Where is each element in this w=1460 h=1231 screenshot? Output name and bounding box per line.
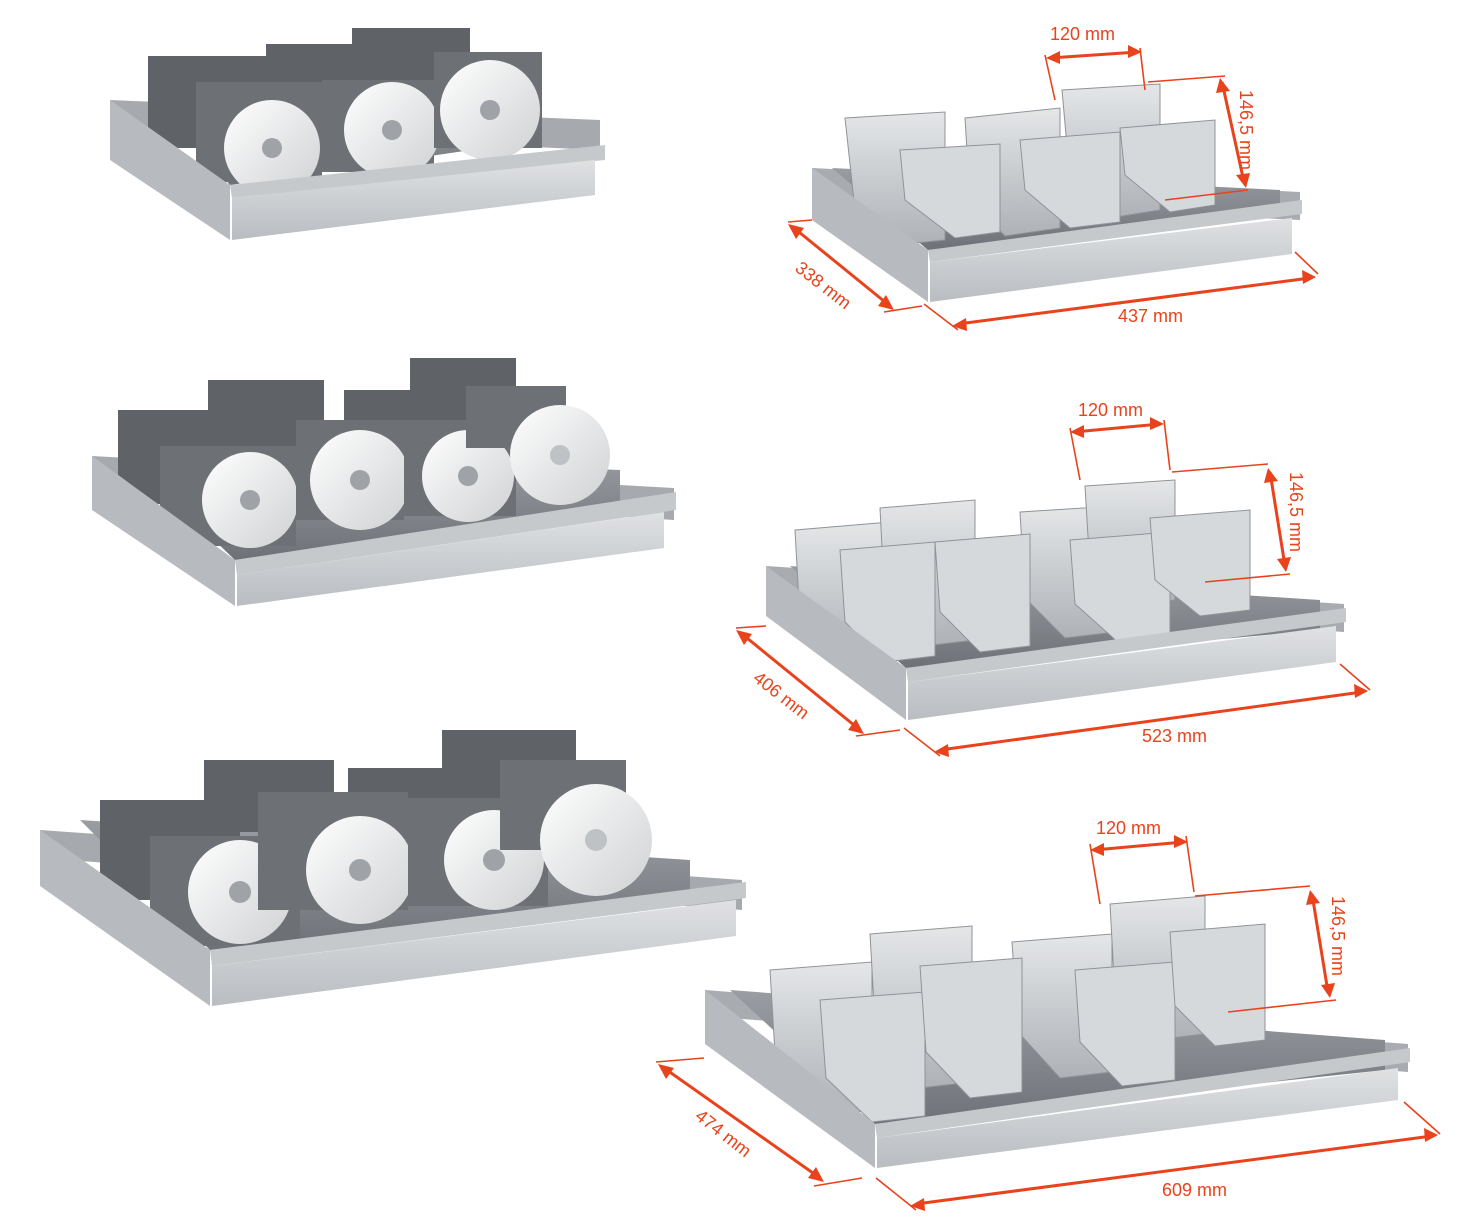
dim-height-medium: 146,5 mm: [1286, 472, 1306, 552]
dim-height-large: 146,5 mm: [1328, 896, 1348, 976]
cd-cases-medium: [118, 358, 610, 548]
dividers-large: [769, 895, 1266, 1123]
dividers-small: [844, 83, 1216, 246]
divider-drawer-small: [812, 83, 1302, 302]
dim-width-large: 609 mm: [1162, 1180, 1227, 1200]
dim-depth-medium: 406 mm: [750, 667, 814, 723]
dim-height-small: 146,5 mm: [1236, 90, 1256, 170]
divider-drawer-medium: [766, 479, 1346, 720]
dim-width-small: 437 mm: [1118, 306, 1183, 326]
cd-drawer-large: [40, 730, 746, 1006]
cd-drawer-medium: [92, 358, 676, 606]
dim-width-medium: 523 mm: [1142, 726, 1207, 746]
cd-drawer-small: [110, 28, 605, 240]
cd-cases-large: [100, 730, 652, 946]
dim-depth-small: 338 mm: [792, 257, 856, 313]
cd-cases-small: [148, 28, 542, 196]
dim-spacing-large: 120 mm: [1096, 818, 1161, 838]
dim-depth-large: 474 mm: [692, 1105, 756, 1161]
divider-drawer-large: [705, 895, 1410, 1168]
dim-spacing-medium: 120 mm: [1078, 400, 1143, 420]
dim-spacing-small: 120 mm: [1050, 24, 1115, 44]
